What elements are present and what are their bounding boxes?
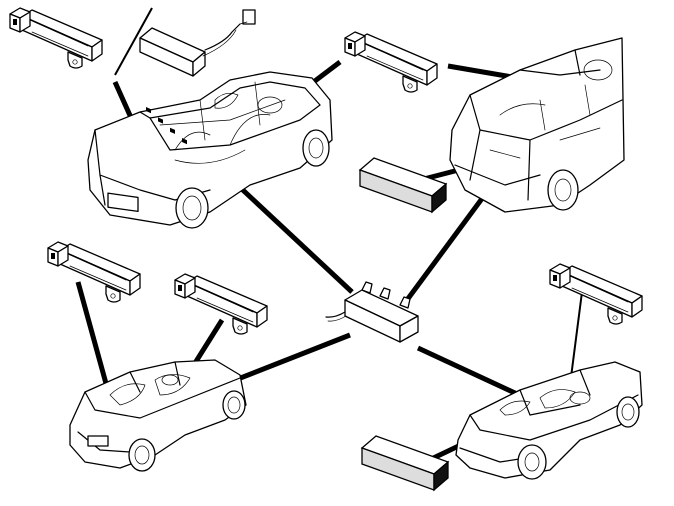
convertible-car-icon [69, 359, 247, 472]
convertible-car-icon [455, 361, 643, 480]
estate-car-icon [449, 37, 625, 213]
antenna-module-icon [344, 31, 438, 93]
foam-block-icon [359, 157, 447, 213]
antenna-module-icon [9, 7, 103, 69]
antenna-module-icon [549, 263, 643, 325]
connector-harness-icon [139, 9, 256, 145]
sedan-car-icon [87, 71, 333, 229]
central-module-icon [325, 281, 419, 343]
antenna-module-icon [47, 241, 141, 303]
foam-block-icon [361, 435, 449, 491]
